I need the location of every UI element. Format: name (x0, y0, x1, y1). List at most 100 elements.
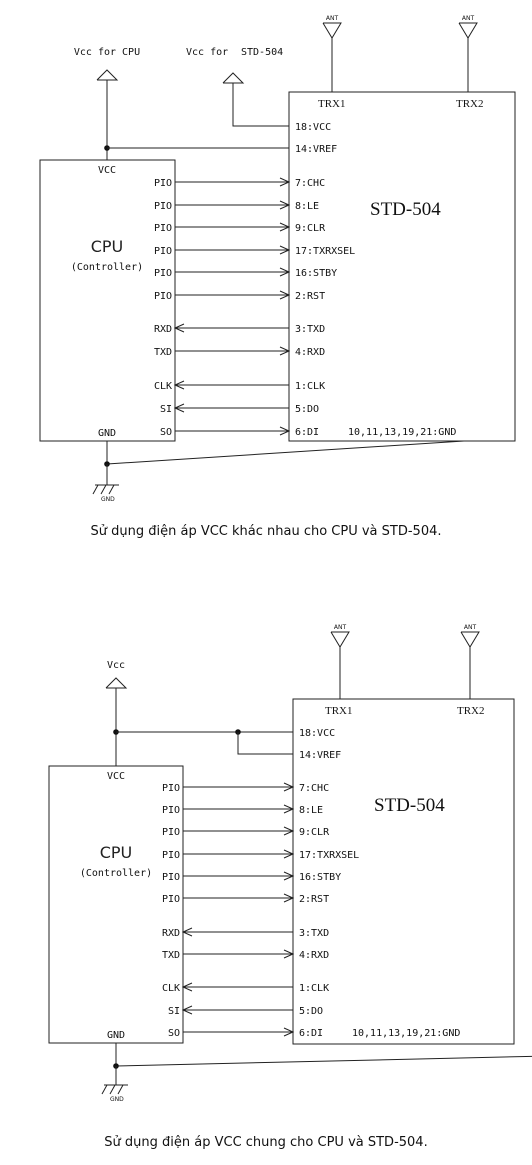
antenna-icon: ANT (460, 624, 480, 648)
arrow-right-icon (283, 893, 295, 903)
cpu-pin-label: PIO (154, 291, 172, 302)
gnd-bus (106, 440, 465, 465)
antenna-triangle (330, 631, 350, 648)
antenna-label: ANT (326, 15, 339, 22)
antenna-icon: ANT (458, 15, 478, 39)
cpu-subtitle: (Controller) (80, 868, 152, 879)
std504-module-box (292, 698, 515, 1045)
vcc-triangle (222, 72, 245, 84)
arrow-left-icon (181, 1005, 193, 1015)
module-name: STD-504 (370, 199, 441, 220)
pin-vcc-label: 18:VCC (295, 122, 331, 133)
ground-icon: GND (101, 1084, 128, 1103)
antenna-label: ANT (334, 624, 347, 631)
cpu-pin-label: SO (160, 427, 172, 438)
vcc-cpu-supply: Vcc for CPU (74, 47, 289, 160)
antenna-label: ANT (464, 624, 477, 631)
vcc-triangle (96, 69, 119, 81)
arrow-left-icon (181, 927, 193, 937)
antenna-triangle (460, 631, 480, 648)
pin-vcc-label: 18:VCC (299, 728, 335, 739)
diagram-caption: Sử dụng điện áp VCC chung cho CPU và STD… (104, 1135, 427, 1150)
module-gnd-pins: 10,11,13,19,21:GND (352, 1028, 460, 1039)
vcc-arrow-icon (222, 72, 245, 84)
cpu-pin-label: PIO (162, 783, 180, 794)
module-pin-label: 6:DI (295, 427, 319, 438)
arrow-right-icon (283, 1027, 295, 1037)
ground-label: GND (101, 496, 115, 503)
vcc-triangle (105, 677, 128, 689)
cpu-subtitle: (Controller) (71, 262, 143, 273)
cpu-pin-label: PIO (154, 268, 172, 279)
antenna-icon: ANT (330, 624, 350, 648)
cpu-pin-label: TXD (162, 950, 180, 961)
arrow-left-icon (173, 323, 185, 333)
arrow-right-icon (279, 245, 291, 255)
antenna-triangle (322, 22, 342, 39)
cpu-pin-label: PIO (162, 827, 180, 838)
module-pin-label: 9:CLR (295, 223, 326, 234)
diagram-caption: Sử dụng điện áp VCC khác nhau cho CPU và… (91, 524, 442, 539)
ground-label: GND (110, 1096, 124, 1103)
module-name: STD-504 (374, 795, 445, 816)
module-pin-label: 16:STBY (295, 268, 337, 279)
pin-vref-label: 14:VREF (299, 750, 341, 761)
arrow-right-icon (279, 290, 291, 300)
cpu-vcc-label: VCC (107, 771, 125, 782)
ground-hatch (92, 484, 99, 495)
vcc-module-label: Vcc for (186, 47, 228, 58)
cpu-pin-label: SI (160, 404, 172, 415)
cpu-pin-label: RXD (154, 324, 172, 335)
module-gnd-pins: 10,11,13,19,21:GND (348, 427, 456, 438)
cpu-pin-label: PIO (154, 246, 172, 257)
vcc-cpu-label: Vcc for CPU (74, 47, 140, 58)
module-pin-label: 1:CLK (299, 983, 329, 994)
cpu-title: CPU (91, 237, 124, 256)
vcc-common-supply: Vcc (105, 660, 293, 766)
cpu-pin-label: CLK (154, 381, 172, 392)
cpu-pin-label: TXD (154, 347, 172, 358)
arrow-right-icon (279, 346, 291, 356)
cpu-pin-label: PIO (162, 872, 180, 883)
cpu-gnd-label: GND (98, 428, 116, 439)
arrow-right-icon (283, 826, 295, 836)
arrow-right-icon (279, 200, 291, 210)
antenna-triangle (458, 22, 478, 39)
module-pin-label: 7:CHC (299, 783, 329, 794)
ground-hatch (109, 1084, 116, 1095)
vcc-arrow-icon (96, 69, 119, 81)
arrow-left-icon (173, 380, 185, 390)
ground-hatch (101, 1084, 108, 1095)
module-pin-label: 1:CLK (295, 381, 325, 392)
cpu-pin-label: PIO (162, 894, 180, 905)
cpu-pin-label: RXD (162, 928, 180, 939)
ground-hatch (117, 1084, 124, 1095)
ground-hatch (108, 484, 115, 495)
module-pin-label: 5:DO (295, 404, 319, 415)
ground-icon: GND (92, 484, 119, 503)
module-pin-label: 9:CLR (299, 827, 330, 838)
cpu-pin-label: PIO (162, 805, 180, 816)
module-pin-label: 2:RST (295, 291, 325, 302)
arrow-right-icon (283, 849, 295, 859)
ground-hatch (100, 484, 107, 495)
cpu-vcc-label: VCC (98, 165, 116, 176)
module-pin-label: 2:RST (299, 894, 329, 905)
vcc-module-name: STD-504 (241, 47, 283, 58)
module-pin-label: 7:CHC (295, 178, 325, 189)
module-pin-label: 6:DI (299, 1028, 323, 1039)
cpu-pin-label: PIO (154, 201, 172, 212)
arrow-left-icon (181, 982, 193, 992)
module-pin-label: 4:RXD (295, 347, 325, 358)
arrow-right-icon (279, 267, 291, 277)
trx2-label: TRX2 (456, 98, 484, 110)
module-pin-label: 17:TXRXSEL (295, 246, 355, 257)
vcc-wire (232, 83, 289, 127)
antenna-label: ANT (462, 15, 475, 22)
arrow-right-icon (279, 177, 291, 187)
cpu-pin-label: PIO (154, 178, 172, 189)
arrow-right-icon (283, 782, 295, 792)
module-pin-label: 4:RXD (299, 950, 329, 961)
